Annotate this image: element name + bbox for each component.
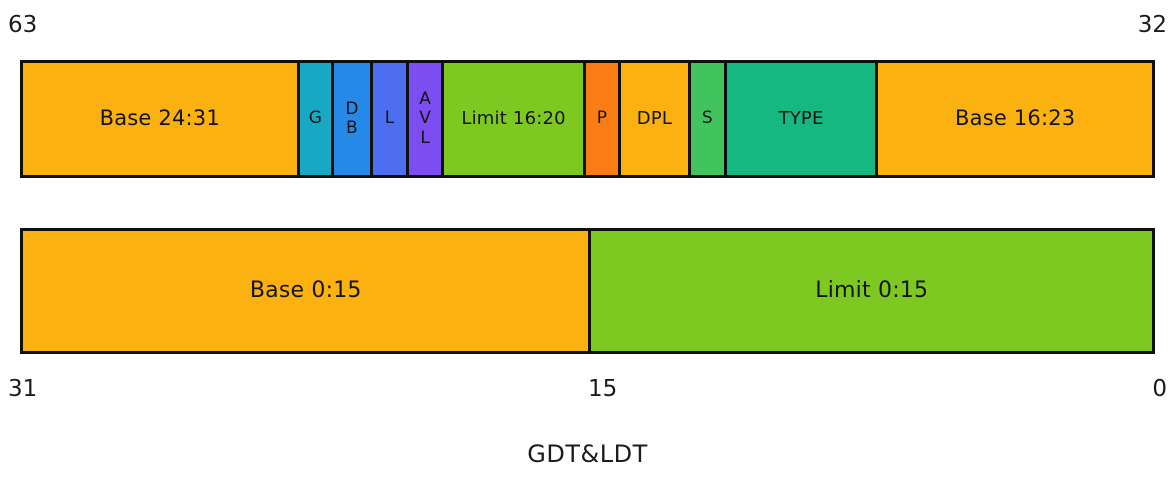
upper-dword-field-label: Base 24:31 bbox=[99, 106, 220, 131]
upper-dword-field-5: Limit 16:20 bbox=[441, 60, 587, 178]
upper-dword-field-0: Base 24:31 bbox=[20, 60, 300, 178]
upper-dword-field-label: Limit 16:20 bbox=[461, 107, 566, 129]
upper-dword-field-label: DPL bbox=[636, 107, 673, 129]
lower-dword-field-label: Base 0:15 bbox=[249, 277, 362, 303]
upper-dword-field-label: A V L bbox=[419, 89, 432, 148]
lower-dword-field-0: Base 0:15 bbox=[20, 228, 592, 354]
lower-dword-field-label: Limit 0:15 bbox=[815, 277, 929, 303]
bit-index-32: 32 bbox=[1137, 12, 1167, 38]
upper-dword-field-8: S bbox=[688, 60, 727, 178]
upper-dword-field-label: S bbox=[701, 108, 713, 129]
upper-dword-field-3: L bbox=[369, 60, 410, 178]
upper-dword-field-2: D B bbox=[331, 60, 373, 178]
diagram-caption: GDT&LDT bbox=[527, 440, 648, 468]
lower-dword-field-1: Limit 0:15 bbox=[588, 228, 1155, 354]
upper-dword-field-4: A V L bbox=[406, 60, 444, 178]
bit-index-15: 15 bbox=[588, 376, 618, 402]
upper-dword-field-6: P bbox=[583, 60, 621, 178]
upper-dword-field-label: L bbox=[384, 108, 395, 129]
bit-index-0: 0 bbox=[1152, 376, 1167, 402]
upper-dword-field-label: G bbox=[308, 108, 323, 129]
upper-dword-field-10: Base 16:23 bbox=[875, 60, 1155, 178]
upper-dword-field-7: DPL bbox=[617, 60, 692, 178]
lower-dword-bitfield-row: Base 0:15 Limit 0:15 bbox=[20, 228, 1155, 354]
upper-dword-bitfield-row: Base 24:31 G D B L A V L Limit 16:20 P DPL S TYPE… bbox=[20, 60, 1155, 178]
upper-dword-field-9: TYPE bbox=[723, 60, 879, 178]
bit-index-31: 31 bbox=[8, 376, 38, 402]
upper-dword-field-label: TYPE bbox=[778, 107, 824, 129]
upper-dword-field-label: P bbox=[596, 108, 608, 129]
upper-dword-field-label: D B bbox=[345, 98, 359, 138]
upper-dword-field-1: G bbox=[296, 60, 335, 178]
upper-dword-field-label: Base 16:23 bbox=[955, 106, 1076, 131]
bit-index-63: 63 bbox=[8, 12, 38, 38]
